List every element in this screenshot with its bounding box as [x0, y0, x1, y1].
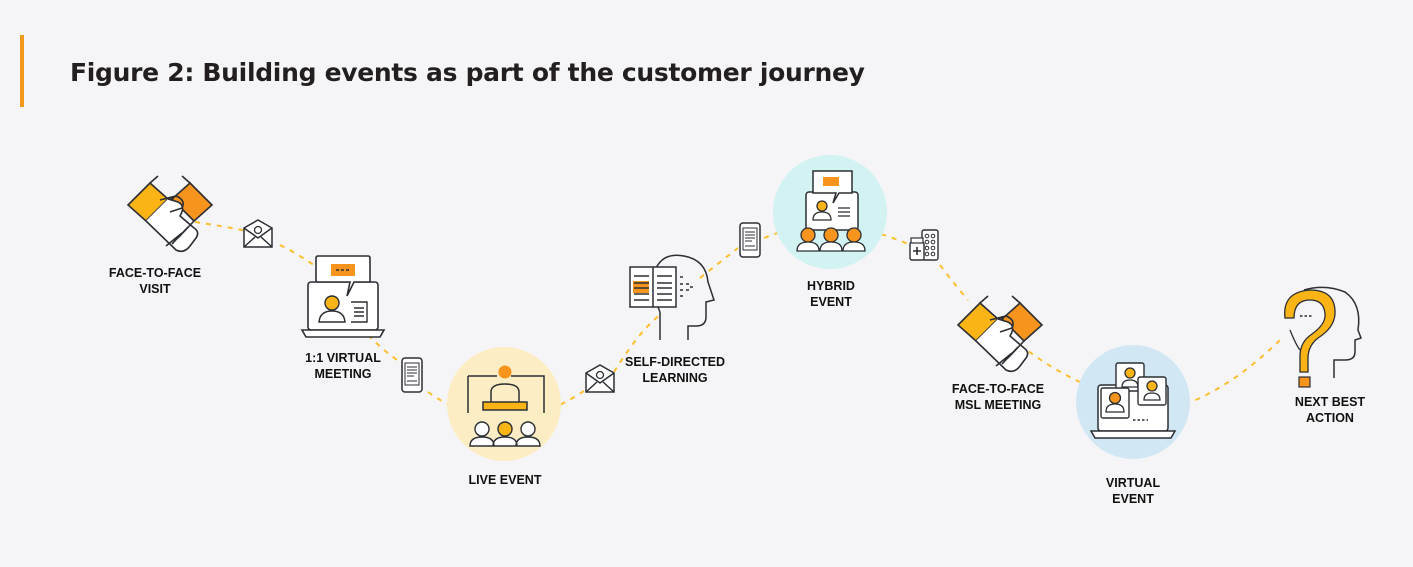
step-label-hybrid-event: HYBRID EVENT — [807, 279, 855, 309]
step-label-face-to-face-msl-meeting: FACE-TO-FACE MSL MEETING — [951, 382, 1045, 412]
laptop-group-chat-icon — [1076, 345, 1190, 459]
step-label-next-best-action: NEXT BEST ACTION — [1294, 395, 1366, 425]
hybrid-presenter-icon — [773, 155, 887, 269]
handshake-icon — [127, 175, 213, 253]
figure-title: Figure 2: Building events as part of the… — [70, 58, 865, 87]
email-icon — [243, 219, 273, 248]
medicine-icon — [909, 229, 939, 261]
mobile-phone-icon — [401, 357, 423, 393]
accent-bar — [20, 35, 24, 107]
step-label-self-directed-learning: SELF-DIRECTED LEARNING — [625, 355, 725, 385]
book-head-icon — [629, 254, 715, 340]
step-label-face-to-face-visit: FACE-TO-FACE VISIT — [108, 266, 202, 296]
step-label-virtual-event: VIRTUAL EVENT — [1105, 476, 1161, 506]
mobile-phone-icon — [739, 222, 761, 258]
step-label-live-event: LIVE EVENT — [468, 473, 542, 487]
laptop-chat-icon — [300, 255, 386, 338]
question-head-icon — [1284, 286, 1362, 388]
email-icon — [585, 364, 615, 393]
podium-audience-icon — [447, 347, 561, 461]
step-label-virtual-meeting: 1:1 VIRTUAL MEETING — [305, 351, 381, 381]
journey-path — [194, 221, 1283, 413]
handshake-icon — [957, 295, 1043, 373]
